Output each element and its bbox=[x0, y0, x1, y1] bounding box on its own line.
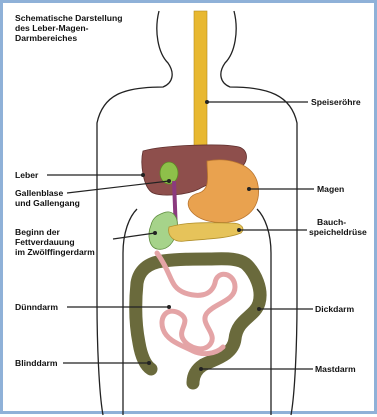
title-line-1: Schematische Darstellung bbox=[15, 13, 122, 23]
gallenblase-dot bbox=[167, 179, 171, 183]
title-line-2: des Leber-Magen- bbox=[15, 23, 89, 33]
esophagus bbox=[194, 11, 207, 161]
beginn-dot bbox=[153, 231, 157, 235]
label-bauch-2: speicheldrüse bbox=[309, 227, 367, 237]
label-bauch-1: Bauch- bbox=[317, 217, 346, 227]
label-beginn-3: im Zwölffingerdarm bbox=[15, 247, 95, 257]
magen-dot bbox=[247, 187, 251, 191]
speiseroehre-dot bbox=[205, 100, 209, 104]
label-beginn-1: Beginn der bbox=[15, 227, 61, 237]
duenndarm-dot bbox=[167, 305, 171, 309]
label-blinddarm: Blinddarm bbox=[15, 358, 58, 368]
label-speiseroehre: Speiseröhre bbox=[311, 97, 361, 107]
label-duenndarm: Dünndarm bbox=[15, 302, 58, 312]
label-magen: Magen bbox=[317, 184, 344, 194]
label-gallenblase-2: und Gallengang bbox=[15, 198, 80, 208]
anatomy-diagram: Schematische Darstellung des Leber-Magen… bbox=[3, 3, 377, 417]
label-dickdarm: Dickdarm bbox=[315, 304, 355, 314]
label-mastdarm: Mastdarm bbox=[315, 364, 356, 374]
dickdarm-dot bbox=[257, 307, 261, 311]
blinddarm-dot bbox=[147, 361, 151, 365]
label-gallenblase-1: Gallenblase bbox=[15, 188, 63, 198]
large-intestine bbox=[136, 259, 260, 383]
mastdarm-dot bbox=[199, 367, 203, 371]
label-leber: Leber bbox=[15, 170, 39, 180]
pancreas bbox=[169, 223, 243, 242]
leber-dot bbox=[141, 173, 145, 177]
bauch-dot bbox=[237, 228, 241, 232]
small-intestine bbox=[157, 253, 235, 354]
label-beginn-2: Fettverdauung bbox=[15, 237, 75, 247]
title-line-3: Darmbereiches bbox=[15, 33, 77, 43]
